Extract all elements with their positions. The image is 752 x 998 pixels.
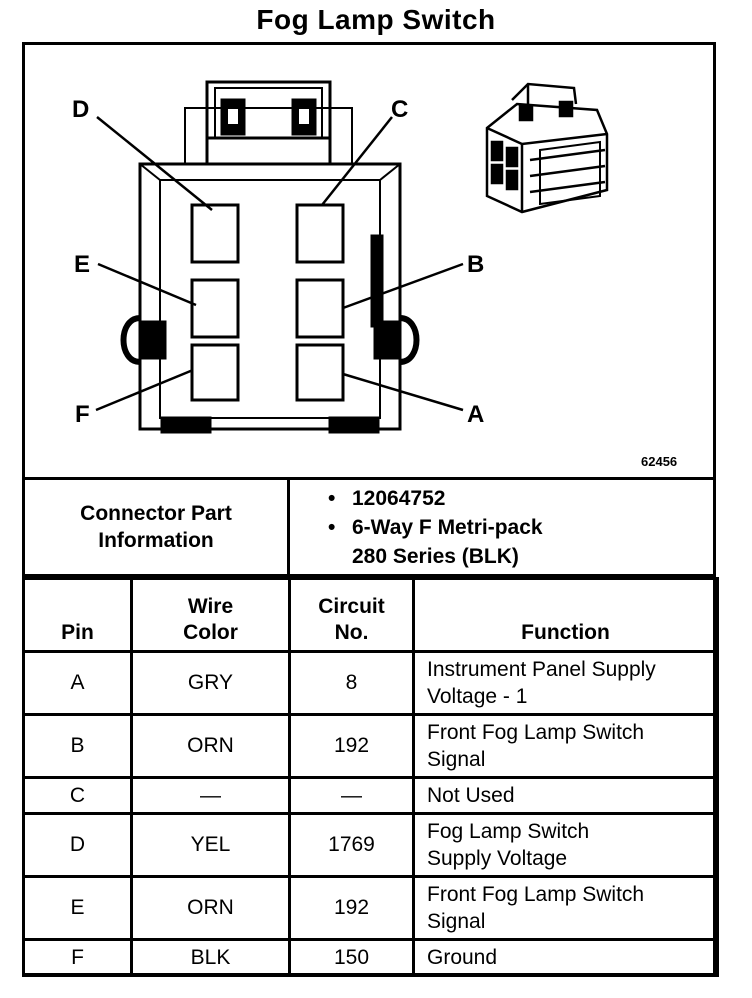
connector-face-diagram bbox=[95, 80, 609, 434]
connector-info-label-line1: Connector Part bbox=[80, 502, 232, 525]
bullet-dot: • bbox=[328, 515, 336, 539]
pin-label-b: B bbox=[467, 251, 485, 278]
page-title: Fog Lamp Switch bbox=[256, 4, 496, 35]
pin-label-f: F bbox=[75, 401, 90, 428]
cavity-e bbox=[190, 278, 240, 339]
cell-function: Not Used bbox=[412, 776, 719, 815]
bullet-part-number: • 12064752 bbox=[328, 484, 713, 513]
cavity-d bbox=[190, 203, 240, 264]
cell-circuit: 8 bbox=[288, 650, 415, 716]
bullet-description: • 6-Way F Metri-pack 280 Series (BLK) bbox=[328, 513, 713, 571]
leader-lines bbox=[95, 116, 464, 412]
cell-pin: E bbox=[22, 875, 133, 941]
connector-desc-line1: 6-Way F Metri-pack bbox=[352, 515, 543, 539]
cell-pin: F bbox=[22, 938, 133, 977]
cell-pin: D bbox=[22, 812, 133, 878]
pin-label-d: D bbox=[72, 96, 90, 123]
cavity-a bbox=[295, 343, 345, 402]
connector-info-label: Connector Part Information bbox=[22, 477, 290, 577]
cell-circuit: 192 bbox=[288, 875, 415, 941]
cell-circuit: 192 bbox=[288, 713, 415, 779]
cell-circuit: 150 bbox=[288, 938, 415, 977]
cell-function: Ground bbox=[412, 938, 719, 977]
cell-pin: A bbox=[22, 650, 133, 716]
connector-body bbox=[120, 80, 420, 434]
cavity-c bbox=[295, 203, 345, 264]
cell-color: YEL bbox=[130, 812, 291, 878]
cell-circuit: — bbox=[288, 776, 415, 815]
connector-info-table: Connector Part Information • 12064752 • … bbox=[22, 477, 716, 577]
cell-color: GRY bbox=[130, 650, 291, 716]
pin-label-e: E bbox=[74, 251, 91, 278]
connector-desc-line2: 280 Series (BLK) bbox=[352, 544, 519, 568]
bullet-dot: • bbox=[328, 486, 336, 510]
cell-pin: C bbox=[22, 776, 133, 815]
connector-info-values: • 12064752 • 6-Way F Metri-pack 280 Seri… bbox=[287, 477, 716, 577]
figure-number: 62456 bbox=[641, 454, 678, 469]
cavity-b bbox=[295, 278, 345, 339]
cell-circuit: 1769 bbox=[288, 812, 415, 878]
header-function: Function bbox=[412, 577, 719, 653]
header-pin: Pin bbox=[22, 577, 133, 653]
pin-label-c: C bbox=[391, 96, 409, 123]
connector-iso-view bbox=[485, 82, 609, 214]
cavity-f bbox=[190, 343, 240, 402]
part-number: 12064752 bbox=[352, 486, 446, 510]
table-row: C — — Not Used bbox=[22, 776, 719, 815]
cell-color: BLK bbox=[130, 938, 291, 977]
cell-pin: B bbox=[22, 713, 133, 779]
cell-color: — bbox=[130, 776, 291, 815]
connector-info-label-line2: Information bbox=[98, 529, 214, 552]
table-row: F BLK 150 Ground bbox=[22, 938, 719, 977]
cell-color: ORN bbox=[130, 875, 291, 941]
pin-label-a: A bbox=[467, 401, 485, 428]
cell-color: ORN bbox=[130, 713, 291, 779]
